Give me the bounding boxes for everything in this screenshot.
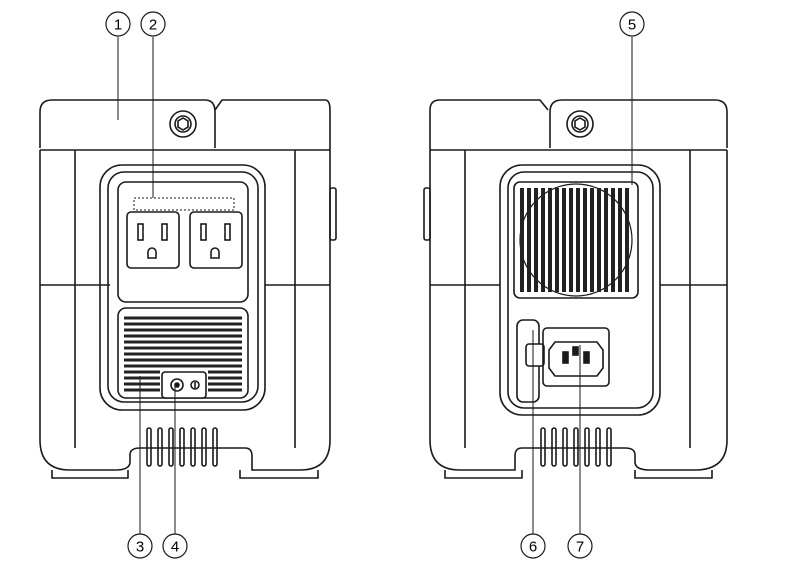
callout-label: 1 — [114, 17, 122, 34]
callout-label: 5 — [628, 17, 636, 34]
foot — [239, 470, 319, 479]
vent-slot — [584, 427, 590, 467]
foot — [634, 470, 713, 479]
vent-slot — [540, 427, 546, 467]
vent-slot — [190, 427, 196, 467]
handle — [429, 99, 728, 148]
ac-outlet — [189, 211, 243, 269]
foot — [444, 470, 523, 479]
vent-slot — [551, 427, 557, 467]
main-body — [429, 110, 728, 471]
callout-label: 2 — [149, 17, 157, 34]
bottom-vent-slots — [146, 427, 218, 467]
cooling-fan-grille — [513, 181, 639, 299]
front-view — [39, 99, 337, 479]
main-body — [39, 110, 331, 471]
vent-slot — [573, 427, 579, 467]
callout-label: 3 — [136, 539, 144, 556]
side-knob — [423, 187, 431, 241]
ac-outlet-module — [117, 181, 249, 303]
handle-screw — [169, 110, 197, 138]
callout-3: 3 — [127, 533, 153, 559]
outlet-label-area — [133, 197, 235, 211]
callout-leaders — [117, 37, 633, 534]
back-view — [423, 99, 728, 479]
vent-slot — [157, 427, 163, 467]
vent-slot — [212, 427, 218, 467]
callout-4: 4 — [162, 533, 188, 559]
callout-label: 6 — [529, 539, 537, 556]
callout-6: 6 — [520, 533, 546, 559]
vent-slot — [146, 427, 152, 467]
handle — [39, 99, 331, 148]
ac-outlet — [126, 211, 180, 269]
callout-2: 2 — [140, 11, 166, 37]
callout-5: 5 — [619, 11, 645, 37]
handle-screw — [566, 110, 594, 138]
vent-slot — [201, 427, 207, 467]
vent-slot — [168, 427, 174, 467]
vent-slot — [179, 427, 185, 467]
side-knob — [329, 187, 337, 241]
ac-input-socket — [542, 327, 610, 387]
vent-slot — [595, 427, 601, 467]
dc-port — [161, 371, 207, 399]
vent-slot — [606, 427, 612, 467]
callout-label: 7 — [576, 539, 584, 556]
bottom-vent-slots — [540, 427, 612, 467]
callout-7: 7 — [567, 533, 593, 559]
foot — [51, 470, 129, 479]
front-panel — [99, 164, 266, 411]
front-panel-inner — [107, 171, 259, 403]
vent-grille — [124, 316, 242, 392]
fan-slats — [520, 188, 629, 292]
vent-slot — [562, 427, 568, 467]
callout-1: 1 — [105, 11, 131, 37]
port-cover — [516, 319, 545, 403]
callout-label: 4 — [171, 539, 179, 556]
